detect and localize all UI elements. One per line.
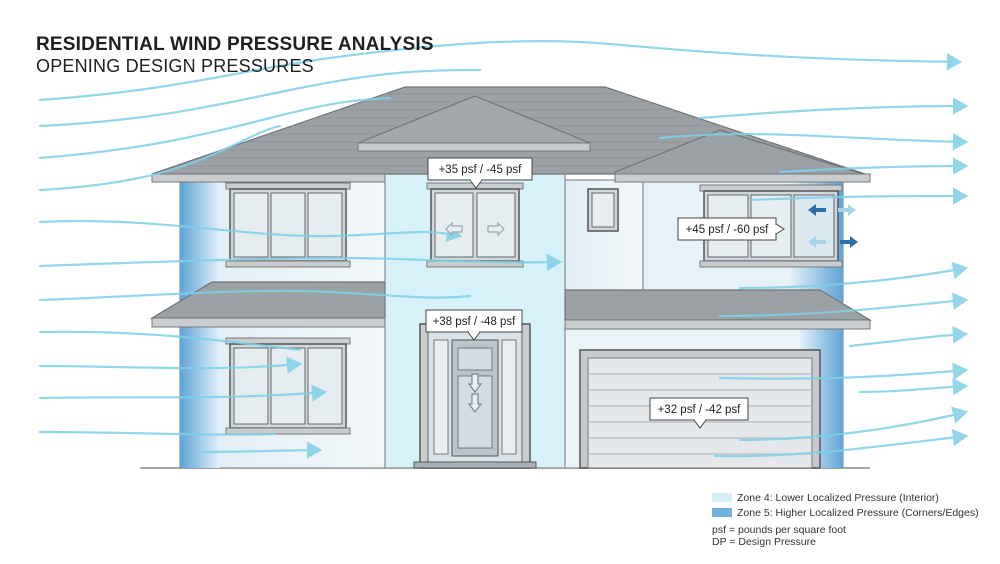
legend-note-psf: psf = pounds per square foot xyxy=(712,524,846,536)
callout-upper-center-text: +35 psf / -45 psf xyxy=(439,164,523,176)
legend-zone4-swatch xyxy=(712,493,732,502)
page-subtitle: OPENING DESIGN PRESSURES xyxy=(36,56,314,76)
legend: Zone 4: Lower Localized Pressure (Interi… xyxy=(712,490,979,548)
window-center-upper xyxy=(426,182,524,268)
callout-upper-center: +35 psf / -45 psf xyxy=(427,157,533,189)
wind-streamlines xyxy=(38,40,969,459)
legend-note-dp: DP = Design Pressure xyxy=(712,536,816,548)
window-small-square xyxy=(587,188,619,232)
window-left-lower xyxy=(225,337,351,435)
legend-zone5-label: Zone 5: Higher Localized Pressure (Corne… xyxy=(737,506,979,519)
door-pressure-arrows xyxy=(467,373,483,413)
callout-front-door: +38 psf / -48 psf xyxy=(425,309,523,341)
legend-zone4-label: Zone 4: Lower Localized Pressure (Interi… xyxy=(737,491,939,504)
callout-front-door-text: +38 psf / -48 psf xyxy=(433,316,517,328)
right-window-pressure-arrows xyxy=(808,204,858,248)
callout-upper-right-text: +45 psf / -60 psf xyxy=(686,224,770,236)
main-roof-fascia xyxy=(151,173,386,183)
callout-upper-right: +45 psf / -60 psf xyxy=(677,217,785,241)
right-porch-roof xyxy=(564,289,873,321)
callout-garage: +32 psf / -42 psf xyxy=(649,397,749,429)
legend-zone4: Zone 4: Lower Localized Pressure (Interi… xyxy=(712,490,979,505)
page-title: RESIDENTIAL WIND PRESSURE ANALYSIS xyxy=(36,34,434,55)
callout-garage-text: +32 psf / -42 psf xyxy=(658,404,742,416)
right-porch-fascia xyxy=(564,319,871,330)
right-roof-fascia xyxy=(614,173,871,183)
legend-zone5: Zone 5: Higher Localized Pressure (Corne… xyxy=(712,505,979,520)
left-porch-fascia xyxy=(151,317,386,328)
center-roof-fascia xyxy=(357,142,591,152)
window-left-upper xyxy=(225,182,351,268)
center-window-pressure-arrows xyxy=(445,221,505,237)
legend-zone5-swatch xyxy=(712,508,732,517)
